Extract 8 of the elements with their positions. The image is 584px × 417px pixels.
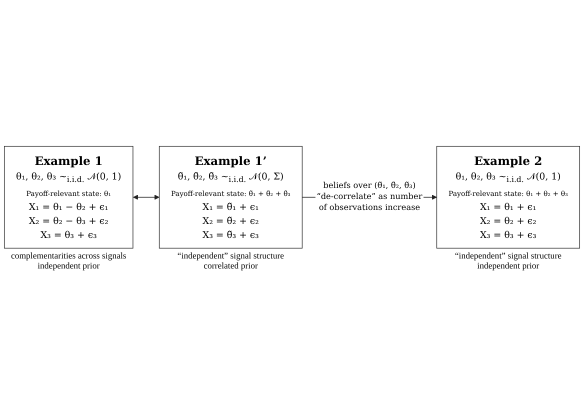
node-caption: independent prior [477,260,540,271]
node-caption: independent prior [38,260,100,271]
node-caption: correlated prior [204,260,258,271]
node-caption: “independent” signal structure [454,250,562,261]
edge-label: beliefs over (θ̃₁, θ̃₂, θ̃₃) “de-correlate” as number of observations increase [316,180,422,212]
node-caption: complementarities across signals [10,250,126,261]
arrow [132,194,160,200]
node-caption: “independent” signal structure [177,250,284,261]
